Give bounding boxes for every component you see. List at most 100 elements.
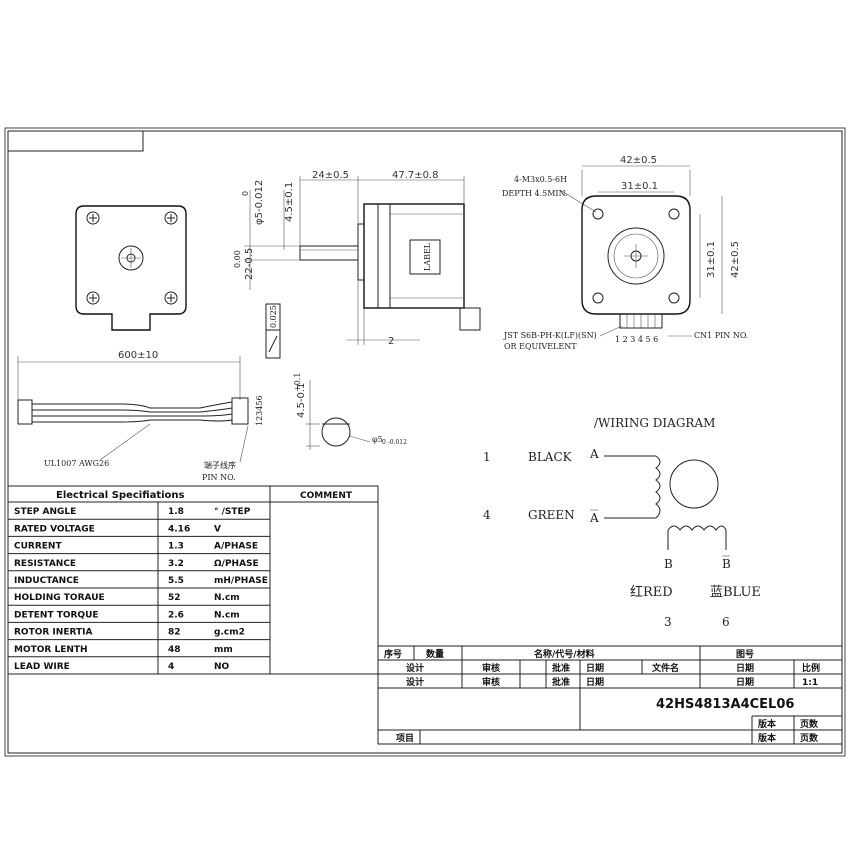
tb-approve-2: 批准 — [552, 676, 570, 688]
dim-shaft-length: 24±0.5 — [312, 170, 349, 181]
spec-table: Electrical Specifiations COMMENT STEP AN… — [7, 485, 379, 675]
spec-value: 2.6 — [168, 610, 184, 620]
plug-pins: 123456 — [255, 395, 264, 426]
tb-ratio: 比例 — [802, 662, 820, 674]
part-number: 42HS4813A4CEL06 — [656, 697, 794, 712]
spec-value: 4.16 — [168, 524, 190, 534]
wire1-number: 1 — [483, 450, 491, 464]
wire4-color: GREEN — [528, 508, 575, 522]
red-wire-label: 红RED — [630, 584, 673, 600]
tb-project: 项目 — [396, 733, 414, 744]
wiring-diagram: /WIRING DIAGRAM 1 BLACK A 4 GREEN A B B … — [483, 416, 761, 629]
spec-unit: mH/PHASE — [214, 576, 268, 586]
spec-value: 5.5 — [168, 576, 184, 586]
wire-type: UL1007 AWG26 — [44, 459, 109, 468]
spec-unit: Ω/PHASE — [214, 559, 259, 569]
spec-name: ROTOR INERTIA — [14, 628, 92, 638]
spec-unit: N.cm — [214, 593, 240, 603]
dim-hole-pitch: 31±0.1 — [621, 181, 658, 192]
spec-value: 82 — [168, 628, 181, 638]
spec-unit: V — [214, 524, 221, 534]
dim-boss-height: 2 — [388, 336, 394, 347]
pin-no-cn: 端子线序 — [204, 460, 236, 470]
rotor-circle — [669, 459, 719, 509]
connector-alt-note: OR EQUIVELENT — [504, 342, 577, 351]
dim-flat-depth2-upper: +0.1 — [293, 373, 302, 392]
dim-flat-depth2: 4.5-0.1 — [296, 383, 307, 418]
dim-hole-pitch-v: 31±0.1 — [706, 241, 717, 278]
wiring-title: /WIRING DIAGRAM — [594, 416, 715, 430]
connector-note: JST S6B-PH-K(LF)(SN) — [503, 331, 597, 340]
tb-seq: 序号 — [384, 648, 402, 660]
spec-name: HOLDING TORAUE — [14, 593, 105, 603]
tb-approve-1: 批准 — [552, 662, 570, 674]
spec-unit: ° /STEP — [214, 507, 251, 517]
spec-name: MOTOR LENTH — [14, 645, 88, 655]
wire4-number: 4 — [483, 508, 491, 522]
outer-frame — [4, 127, 846, 757]
mount-holes-note: 4-M3x0.5-6H — [514, 175, 567, 184]
tb-filename: 文件名 — [651, 662, 679, 674]
tb-review-2: 审核 — [482, 676, 500, 688]
spec-name: STEP ANGLE — [14, 507, 76, 517]
dim-shaft-section: φ5 — [372, 435, 383, 444]
pin-numbers: 1 2 3 4 5 6 — [615, 335, 658, 344]
spec-unit: A/PHASE — [214, 542, 258, 552]
phase-b-label: B — [664, 557, 673, 571]
wire4-phase: A — [589, 511, 599, 525]
spec-name: INDUCTANCE — [14, 576, 79, 586]
spec-unit: g.cm2 — [214, 628, 245, 638]
mount-depth-note: DEPTH 4.5MIN. — [502, 189, 568, 198]
corner-tab — [7, 130, 144, 152]
tb-design-1: 设计 — [406, 662, 424, 674]
tb-ratio-value: 1:1 — [802, 678, 818, 688]
wire1-color: BLACK — [528, 450, 573, 464]
spec-name: CURRENT — [14, 542, 62, 552]
spec-name: DETENT TORQUE — [14, 610, 99, 620]
dim-shaft-section-tol: 0 -0.012 — [382, 439, 407, 446]
label-text: LABEL — [423, 242, 432, 271]
spec-name: RATED VOLTAGE — [14, 524, 95, 534]
spec-unit: mm — [214, 645, 233, 655]
label-box — [409, 239, 441, 275]
phase-b-bar-label: B — [722, 557, 731, 571]
spec-value: 1.3 — [168, 542, 184, 552]
spec-value: 48 — [168, 645, 181, 655]
spec-rows: STEP ANGLE 1.8 ° /STEP RATED VOLTAGE 4.16 V CU… — [8, 507, 270, 675]
comment-header: COMMENT — [300, 491, 353, 501]
spec-value: 3.2 — [168, 559, 184, 569]
tb-version-1: 版本 — [757, 718, 777, 730]
dim-shaft-dia-upper: 0 — [241, 191, 250, 196]
cn1-pin-no: CN1 PIN NO. — [694, 331, 748, 340]
dim-height: 42±0.5 — [730, 241, 741, 278]
red-wire-number: 3 — [664, 615, 672, 629]
tb-name-code: 名称/代号/材料 — [534, 648, 595, 660]
tb-drawing-no: 图号 — [736, 649, 754, 660]
spec-unit: N.cm — [214, 610, 240, 620]
dim-width: 42±0.5 — [620, 155, 657, 166]
tb-version-2: 版本 — [757, 732, 777, 744]
blue-wire-number: 6 — [722, 615, 730, 629]
inner-frame — [7, 130, 843, 754]
spec-value: 1.8 — [168, 507, 184, 517]
title-block: 序号 数量 名称/代号/材料 图号 设计 审核 批准 日期 文件名 日期 比例 … — [377, 645, 843, 745]
tb-date-3: 日期 — [586, 676, 604, 688]
side-view: LABEL 24±0.5 47.7±0.8 φ5-0.012 0 4.5±0.1… — [233, 170, 481, 359]
dim-flat-depth: 4.5±0.1 — [284, 182, 295, 222]
front-view — [75, 205, 187, 331]
shaft-section: +0.1 4.5-0.1 φ5 0 -0.012 — [293, 373, 407, 450]
spec-title: Electrical Specifiations — [56, 490, 185, 501]
spec-unit: NO — [214, 662, 230, 672]
tb-date-1: 日期 — [586, 662, 604, 674]
spec-name: RESISTANCE — [14, 559, 76, 569]
dim-body-length: 47.7±0.8 — [392, 170, 439, 181]
tb-qty: 数量 — [426, 648, 444, 660]
wire1-phase: A — [589, 447, 599, 461]
dim-boss-dia: 22-0.5 — [244, 248, 255, 280]
pin-no-label: PIN NO. — [202, 473, 236, 482]
tb-design-2: 设计 — [406, 676, 424, 688]
spec-value: 52 — [168, 593, 181, 603]
dim-boss-dia-upper: 0.00 — [233, 250, 242, 268]
tb-pages-1: 页数 — [800, 718, 819, 730]
